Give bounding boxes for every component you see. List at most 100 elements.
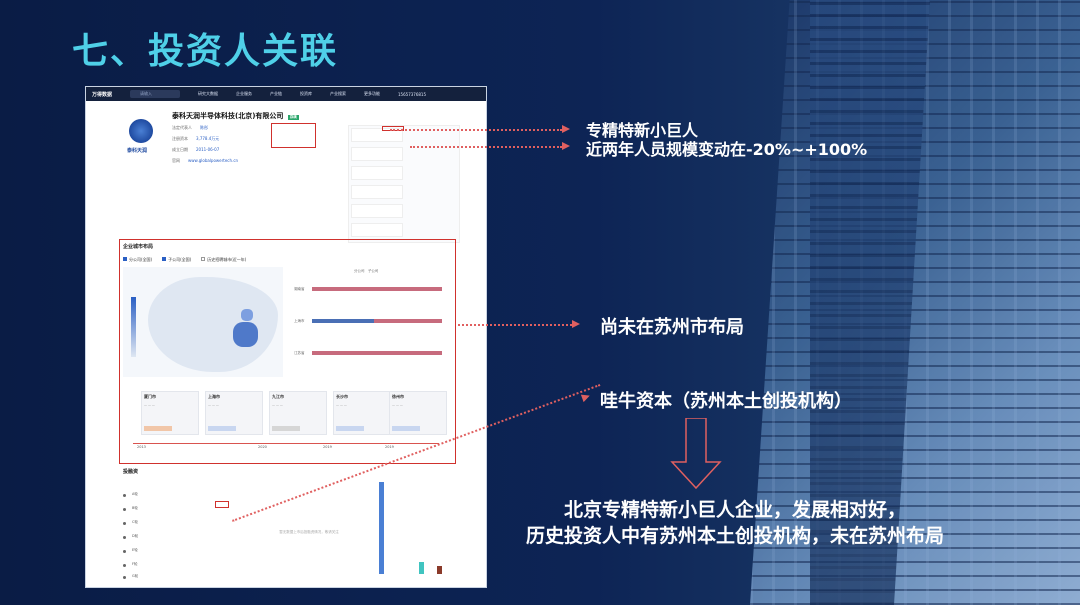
info-value: 陈彤 — [200, 125, 208, 130]
annotation-line — [458, 324, 572, 326]
company-name-text: 泰科天润半导体科技(北京)有限公司 — [172, 112, 284, 120]
panel-cell — [351, 204, 403, 218]
legend-item[interactable]: 子公司(全国) — [162, 257, 191, 263]
legend-label: 历史招聘城市(近一年) — [207, 257, 247, 262]
highlight-box-staff — [271, 123, 316, 148]
info-key: 注册资本 — [172, 136, 188, 141]
timeline-card: 厦门市 — — — — [141, 391, 199, 435]
info-key: 成立日期 — [172, 147, 188, 152]
investment-row: E轮 — [123, 548, 253, 558]
investment-row: F轮 — [123, 562, 253, 572]
company-screenshot: 万得数据 请输入 研究大数据 企业服务 产业链 投资库 产业搜索 更多功能 15… — [85, 86, 487, 588]
annotation-staff-change: 近两年人员规模变动在-20%~+100% — [586, 140, 868, 159]
nav-item: 产业链 — [270, 91, 283, 96]
empty-state: 暂无数据上市后投融资情况，敬请关注 — [279, 530, 339, 534]
funding-bar — [437, 566, 442, 574]
bar-legend-item: 分公司 — [354, 269, 365, 273]
info-value: 2011-06-07 — [196, 147, 220, 152]
round-label: G轮 — [132, 574, 139, 578]
legend-label: 分公司(全国) — [129, 257, 153, 262]
legend-item[interactable]: 历史招聘城市(近一年) — [201, 257, 246, 263]
bar — [312, 351, 442, 355]
timeline-year: 2013 — [137, 445, 146, 449]
map-section-title: 企业城市布局 — [123, 244, 154, 250]
timeline-year: 2019 — [385, 445, 394, 449]
conclusion: 北京专精特新小巨人企业，发展相对好， 历史投资人中有苏州本土创投机构，未在苏州布… — [500, 497, 970, 549]
bar — [312, 319, 374, 323]
slide-title: 七、投资人关联 — [72, 31, 339, 72]
company-tags-panel — [348, 125, 460, 243]
bar-legend: 分公司 子公司 — [354, 269, 378, 274]
timeline-axis — [133, 443, 439, 444]
panel-cell — [351, 128, 403, 142]
bar — [312, 287, 442, 291]
china-shape — [148, 277, 278, 372]
investment-section: 投融资 A轮 B轮 C轮 D轮 E轮 F轮 G轮 暂无数据上市后投融资情况，敬请… — [119, 464, 454, 586]
arrow-icon — [580, 391, 592, 403]
down-arrow-icon — [670, 418, 722, 490]
bar — [374, 319, 442, 323]
china-map — [123, 267, 283, 377]
investment-row: C轮 — [123, 520, 253, 530]
investment-row: D轮 — [123, 534, 253, 544]
highlight-box-investor — [215, 501, 229, 508]
checkbox-icon — [123, 257, 127, 261]
card-detail: — — — — [208, 403, 219, 407]
panel-cell — [351, 147, 403, 161]
screenshot-logo: 万得数据 — [92, 91, 113, 98]
info-row: 法定代表人陈彤 — [172, 125, 342, 136]
legend-item[interactable]: 分公司(全国) — [123, 257, 152, 263]
nav-item: 更多功能 — [364, 91, 381, 96]
timeline-year: 2020 — [258, 445, 267, 449]
card-detail: — — — — [144, 403, 155, 407]
city-bar-chart: 分公司 子公司 湖南省 上海市 江苏省 — [294, 267, 449, 377]
round-label: D轮 — [132, 534, 139, 538]
screenshot-navbar: 万得数据 请输入 研究大数据 企业服务 产业链 投资库 产业搜索 更多功能 15… — [86, 87, 486, 101]
panel-cell — [351, 185, 403, 199]
card-city: 厦门市 — [144, 394, 156, 399]
nav-item: 产业搜索 — [330, 91, 347, 96]
arrow-icon — [562, 125, 570, 133]
timeline-card: 徐州市 — — — — [389, 391, 447, 435]
panel-cell — [351, 223, 403, 237]
city-layout-section: 企业城市布局 分公司(全国) 子公司(全国) 历史招聘城市(近一年) 分公司 子… — [119, 239, 456, 464]
investment-row: A轮 — [123, 492, 253, 502]
map-highlight-region — [241, 309, 253, 321]
conclusion-line: 历史投资人中有苏州本土创投机构，未在苏州布局 — [525, 525, 944, 547]
card-badge — [336, 426, 364, 431]
checkbox-icon — [162, 257, 167, 261]
map-legend: 分公司(全国) 子公司(全国) 历史招聘城市(近一年) — [123, 257, 246, 263]
round-label: E轮 — [132, 548, 138, 552]
timeline-card: 上海市 — — — — [205, 391, 263, 435]
nav-item: 投资库 — [300, 91, 313, 96]
annotation-suzhou-layout: 尚未在苏州市布局 — [600, 317, 744, 338]
branch-timeline: 厦门市 — — — 上海市 — — — 九江市 — — — 长沙市 — — — — [123, 387, 449, 457]
bar-legend-item: 子公司 — [367, 269, 379, 273]
timeline-card: 长沙市 — — — — [333, 391, 391, 435]
company-logo — [129, 119, 153, 143]
card-badge — [208, 426, 236, 431]
bar-label: 江苏省 — [294, 351, 305, 355]
card-badge — [272, 426, 300, 431]
annotation-investor: 哇牛资本（苏州本土创投机构） — [600, 391, 852, 412]
card-city: 上海市 — [208, 394, 220, 399]
card-city: 徐州市 — [392, 394, 404, 399]
card-detail: — — — — [272, 403, 283, 407]
card-city: 长沙市 — [336, 394, 348, 399]
nav-phone: 15657376815 — [398, 91, 427, 97]
card-badge — [144, 426, 172, 431]
funding-bar — [379, 482, 384, 574]
company-logo-text: 泰科天润 — [127, 148, 148, 154]
card-badge — [392, 426, 420, 431]
nav-item: 研究大数据 — [198, 91, 219, 96]
highlight-box-map — [119, 239, 456, 464]
info-row: 成立日期 2011-06-07 — [172, 147, 342, 158]
card-city: 九江市 — [272, 394, 284, 399]
nav-item: 企业服务 — [236, 91, 253, 96]
info-key: 官网 — [172, 158, 180, 163]
